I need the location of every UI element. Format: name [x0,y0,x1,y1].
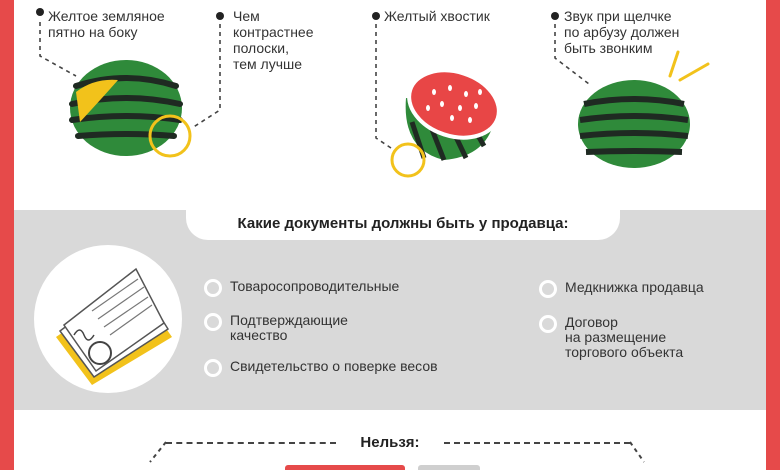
knocking-watermelon-icon [578,50,710,168]
signature-icon [73,329,95,341]
forbidden-title: Нельзя: [360,434,420,451]
leader-line [554,24,590,85]
documents-illustration [34,245,182,393]
bullet-ring-icon [204,359,222,377]
watermelon-with-spot-icon [69,60,192,158]
documents-section: Какие документы должны быть у продавца: … [14,210,766,410]
document-item: Товаросопроводительные [204,279,399,297]
leader-line [39,22,77,77]
half-watermelon-icon [390,68,501,178]
bullet-ring-icon [539,315,557,333]
document-item-label: Медкнижка продавца [565,279,704,295]
document-item: Подтверждающие качество [204,313,348,343]
sound-line [668,50,680,78]
dashed-divider [444,442,630,444]
stamp-icon [88,341,112,365]
papers-icon [56,267,172,385]
document-item-label: Свидетельство о поверке весов [230,358,438,374]
left-red-border [0,0,14,470]
leader-line [191,24,221,129]
document-item: Медкнижка продавца [539,280,704,298]
documents-title: Какие документы должны быть у продавца: [237,215,569,232]
bullet-dot [551,12,559,20]
leader-line [375,24,395,151]
sign-contrast-stripes-text: Чем контрастнее полоски, тем лучше [233,8,314,72]
forbidden-section: Нельзя: [14,410,766,470]
bullet-ring-icon [204,279,222,297]
document-item: Свидетельство о поверке весов [204,359,438,377]
bullet-ring-icon [204,313,222,331]
sign-sound-text: Звук при щелчке по арбузу должен быть зв… [564,8,680,56]
ripeness-signs-section: Желтое земляное пятно на боку Чем контра… [14,0,766,210]
bullet-dot [36,8,44,16]
document-item: Договор на размещение торгового объекта [539,315,683,360]
right-red-border [766,0,780,470]
bullet-ring-icon [539,280,557,298]
sign-yellow-tail-text: Желтый хвостик [384,8,490,24]
document-item-label: Договор на размещение торгового объекта [565,314,684,360]
sound-line [678,62,710,82]
watermelon-illustrations [39,22,710,178]
documents-title-tab: Какие документы должны быть у продавца: [186,210,620,240]
sign-ground-spot-text: Желтое земляное пятно на боку [48,8,165,40]
document-item-label: Товаросопроводительные [230,278,400,294]
bullet-dot [216,12,224,20]
dashed-divider [166,442,336,444]
document-item-label: Подтверждающие качество [230,312,348,343]
bullet-dot [372,12,380,20]
